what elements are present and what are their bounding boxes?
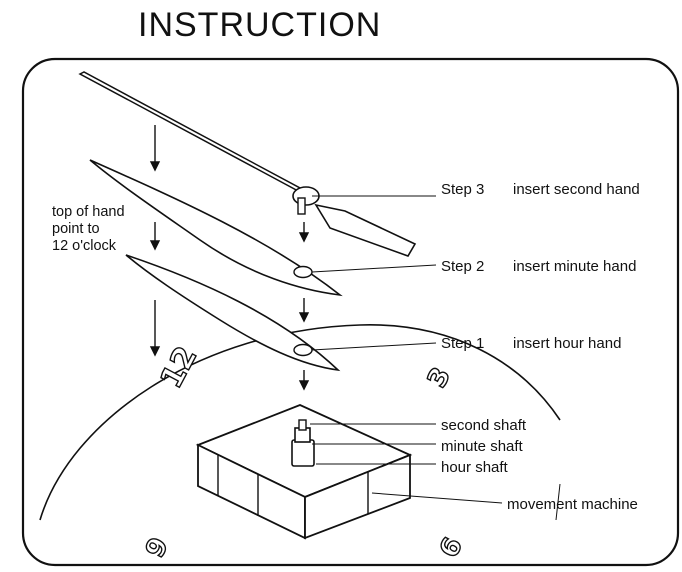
step-1-text: insert hour hand: [513, 335, 621, 352]
clock-dial-arc: [39, 324, 561, 521]
diagram-frame: [21, 57, 680, 567]
page-title: INSTRUCTION: [138, 6, 382, 44]
step-2-label: Step 2: [441, 258, 484, 275]
step-3-label: Step 3: [441, 181, 484, 198]
second-shaft-label: second shaft: [441, 417, 527, 434]
second-hand: [78, 71, 417, 257]
minute-shaft-label: minute shaft: [441, 438, 524, 455]
step-3-text: insert second hand: [513, 181, 640, 198]
step-1-label: Step 1: [441, 335, 484, 352]
insertion-arrows: [149, 125, 310, 391]
movement-machine: [195, 404, 413, 540]
movement-machine-label: movement machine: [507, 496, 638, 513]
side-note-line-1: top of hand: [52, 204, 125, 220]
step-2-text: insert minute hand: [513, 258, 636, 275]
hour-shaft-label: hour shaft: [441, 459, 509, 476]
side-note-line-2: point to: [52, 221, 100, 237]
hour-hand: [125, 254, 341, 372]
leader-lines: [310, 195, 561, 521]
side-note-line-3: 12 o'clock: [52, 238, 117, 254]
minute-hand: [89, 159, 343, 297]
